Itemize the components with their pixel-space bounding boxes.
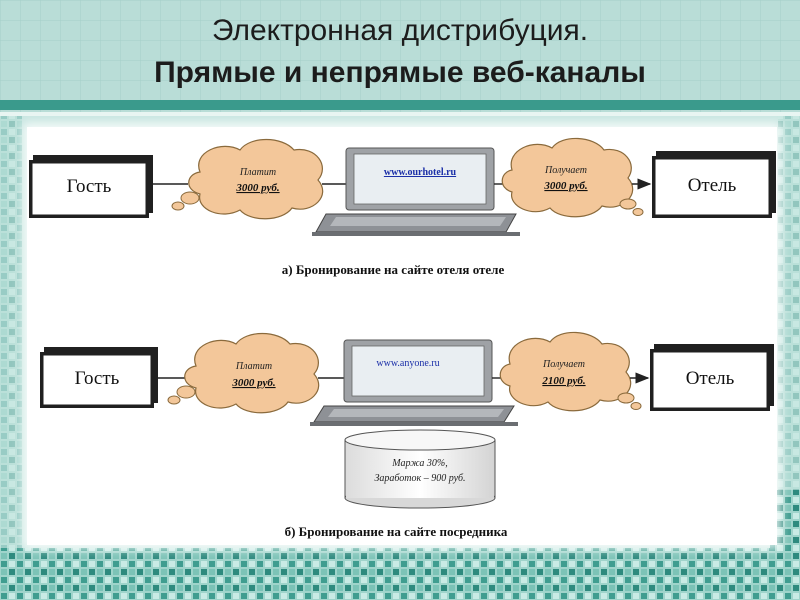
hotel-label: Отель xyxy=(686,368,735,389)
site-url: www.ourhotel.ru xyxy=(384,167,457,178)
mosaic-footer xyxy=(0,548,800,600)
earnings-text: Заработок – 900 руб. xyxy=(374,473,465,484)
hotel-box: Отель xyxy=(652,151,776,218)
hotel-label: Отель xyxy=(688,175,737,196)
receives-amount: 3000 руб. xyxy=(543,180,587,192)
guest-label: Гость xyxy=(67,176,112,197)
pays-cloud: Платит 3000 руб. xyxy=(171,139,324,220)
laptop-b: www.anyone.ru xyxy=(310,339,518,426)
slide-title: Электронная дистрибуция. xyxy=(211,14,589,47)
header-rule xyxy=(0,100,800,110)
pays-label: Платит xyxy=(235,361,272,372)
caption-a: а) Бронирование на сайте отеля отеле xyxy=(282,262,505,277)
pays-cloud: Платит 3000 руб. xyxy=(167,333,320,414)
site-url: www.anyone.ru xyxy=(376,358,439,369)
pays-amount: 3000 руб. xyxy=(231,377,275,389)
laptop-a: www.ourhotel.ru xyxy=(312,147,520,236)
guest-box: Гость xyxy=(29,155,153,218)
receives-cloud: Получает 3000 руб. xyxy=(501,137,644,218)
diagram-a: Гость Платит 3000 руб. www.ourhotel.ru xyxy=(29,137,776,277)
pays-label: Платит xyxy=(239,167,276,178)
receives-cloud: Получает 2100 руб. xyxy=(499,331,642,412)
receives-amount: 2100 руб. xyxy=(541,375,585,387)
margin-database: Маржа 30%, Заработок – 900 руб. xyxy=(344,429,496,509)
margin-text: Маржа 30%, xyxy=(391,458,447,469)
guest-label: Гость xyxy=(75,368,120,389)
pays-amount: 3000 руб. xyxy=(235,182,279,194)
diagram-b: Гость Платит 3000 руб. www.anyone.ru xyxy=(40,331,774,539)
caption-b: б) Бронирование на сайте посредника xyxy=(285,524,508,539)
slide-subtitle: Прямые и непрямые веб-каналы xyxy=(154,56,646,89)
hotel-box: Отель xyxy=(650,344,774,411)
receives-label: Получает xyxy=(544,165,587,176)
receives-label: Получает xyxy=(542,359,585,370)
guest-box: Гость xyxy=(40,347,158,408)
